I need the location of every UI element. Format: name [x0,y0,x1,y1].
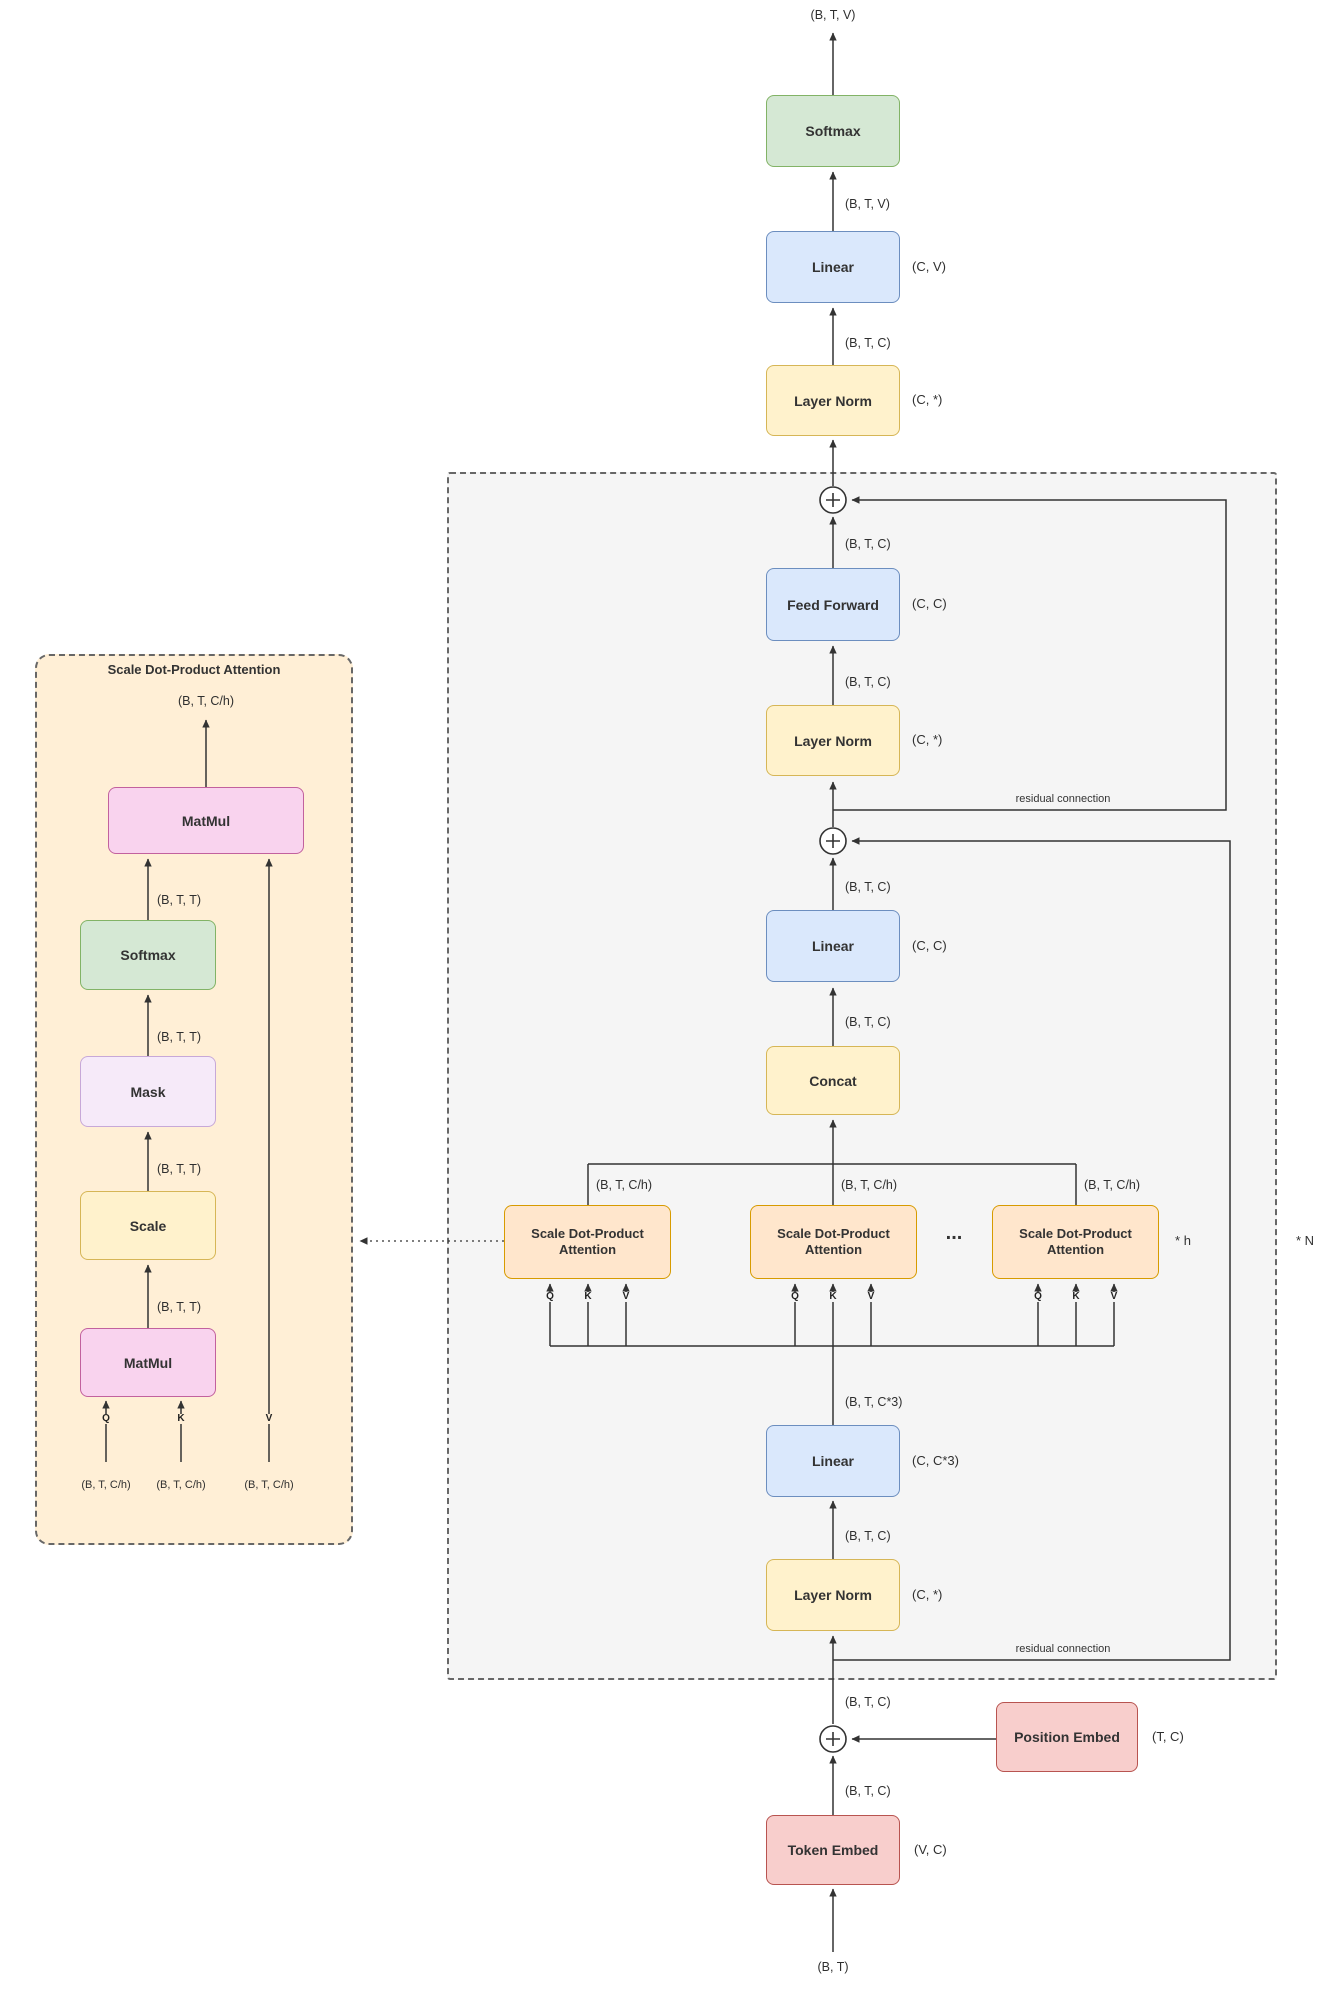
shape-label-softmax-in: (B, T, V) [845,197,890,211]
detail-input-shape-q: (B, T, C/h) [81,1479,131,1491]
q-label-head3: Q [1032,1291,1044,1302]
detail-shape-mask-out: (B, T, T) [157,1030,201,1044]
shape-label-head-3: (B, T, C/h) [1084,1178,1141,1192]
position-embed-node: Position Embed [996,1702,1138,1772]
shape-label-proj-out: (B, T, C) [845,880,891,894]
detail-matmul-1-node: MatMul [80,1328,216,1397]
detail-shape-scale-out: (B, T, T) [157,1162,201,1176]
dim-label-ln-2: (C, *) [912,732,943,747]
dim-label-ln-final: (C, *) [912,392,943,407]
k-label-head1: K [582,1291,594,1302]
dim-label-feed-forward: (C, C) [912,596,947,611]
shape-label-ln1-out: (B, T, C) [845,1529,891,1543]
times-h-label: * h [1175,1233,1191,1248]
feed-forward-node: Feed Forward [766,568,900,641]
detail-softmax-node: Softmax [80,920,216,990]
linear-proj-node: Linear [766,910,900,982]
softmax-output-node: Softmax [766,95,900,167]
shape-label-embed-sum: (B, T, C) [845,1784,891,1798]
linear-qkv-node: Linear [766,1425,900,1497]
detail-input-shape-k: (B, T, C/h) [156,1479,206,1491]
shape-label-block-in: (B, T, C) [845,1695,891,1709]
shape-label-head-in: (B, T, C) [845,336,891,350]
token-embed-node: Token Embed [766,1815,900,1885]
layer-norm-2-node: Layer Norm [766,705,900,776]
detail-q-label: Q [100,1413,112,1424]
detail-shape-matmul-out: (B, T, T) [157,1300,201,1314]
v-label-head3: V [1108,1291,1120,1302]
times-n-label: * N [1295,1233,1315,1248]
detail-mask-node: Mask [80,1056,216,1127]
detail-shape-softmax-out: (B, T, T) [157,893,201,907]
shape-label-head-2: (B, T, C/h) [841,1178,898,1192]
dim-label-linear-head: (C, V) [912,259,946,274]
residual-connection-label-1: residual connection [1015,793,1111,805]
shape-label-ff-in: (B, T, C) [845,675,891,689]
detail-title: Scale Dot-Product Attention [107,662,281,677]
shape-label-input: (B, T) [817,1960,849,1974]
heads-ellipsis: ... [945,1222,963,1244]
dim-label-linear-qkv: (C, C*3) [912,1453,959,1468]
shape-label-head-1: (B, T, C/h) [596,1178,653,1192]
dim-label-ln-1: (C, *) [912,1587,943,1602]
dim-label-position-embed: (T, C) [1152,1729,1184,1744]
detail-v-label: V [263,1413,275,1424]
detail-output-shape: (B, T, C/h) [177,694,235,708]
shape-label-concat-out: (B, T, C) [845,1015,891,1029]
k-label-head3: K [1070,1291,1082,1302]
attention-head-1-node: Scale Dot-Product Attention [504,1205,671,1279]
residual-connection-label-2: residual connection [1015,1643,1111,1655]
detail-input-shape-v: (B, T, C/h) [244,1479,294,1491]
v-label-head1: V [620,1291,632,1302]
linear-head-node: Linear [766,231,900,303]
layer-norm-1-node: Layer Norm [766,1559,900,1631]
detail-k-label: K [175,1413,187,1424]
shape-label-output: (B, T, V) [810,8,856,22]
detail-matmul-2-node: MatMul [108,787,304,854]
shape-label-qkv: (B, T, C*3) [845,1395,903,1409]
v-label-head2: V [865,1291,877,1302]
layer-norm-final-node: Layer Norm [766,365,900,436]
concat-node: Concat [766,1046,900,1115]
attention-head-3-node: Scale Dot-Product Attention [992,1205,1159,1279]
detail-scale-node: Scale [80,1191,216,1260]
dim-label-linear-proj: (C, C) [912,938,947,953]
dim-label-token-embed: (V, C) [914,1842,947,1857]
shape-label-ff-out: (B, T, C) [845,537,891,551]
q-label-head1: Q [544,1291,556,1302]
attention-head-2-node: Scale Dot-Product Attention [750,1205,917,1279]
k-label-head2: K [827,1291,839,1302]
q-label-head2: Q [789,1291,801,1302]
